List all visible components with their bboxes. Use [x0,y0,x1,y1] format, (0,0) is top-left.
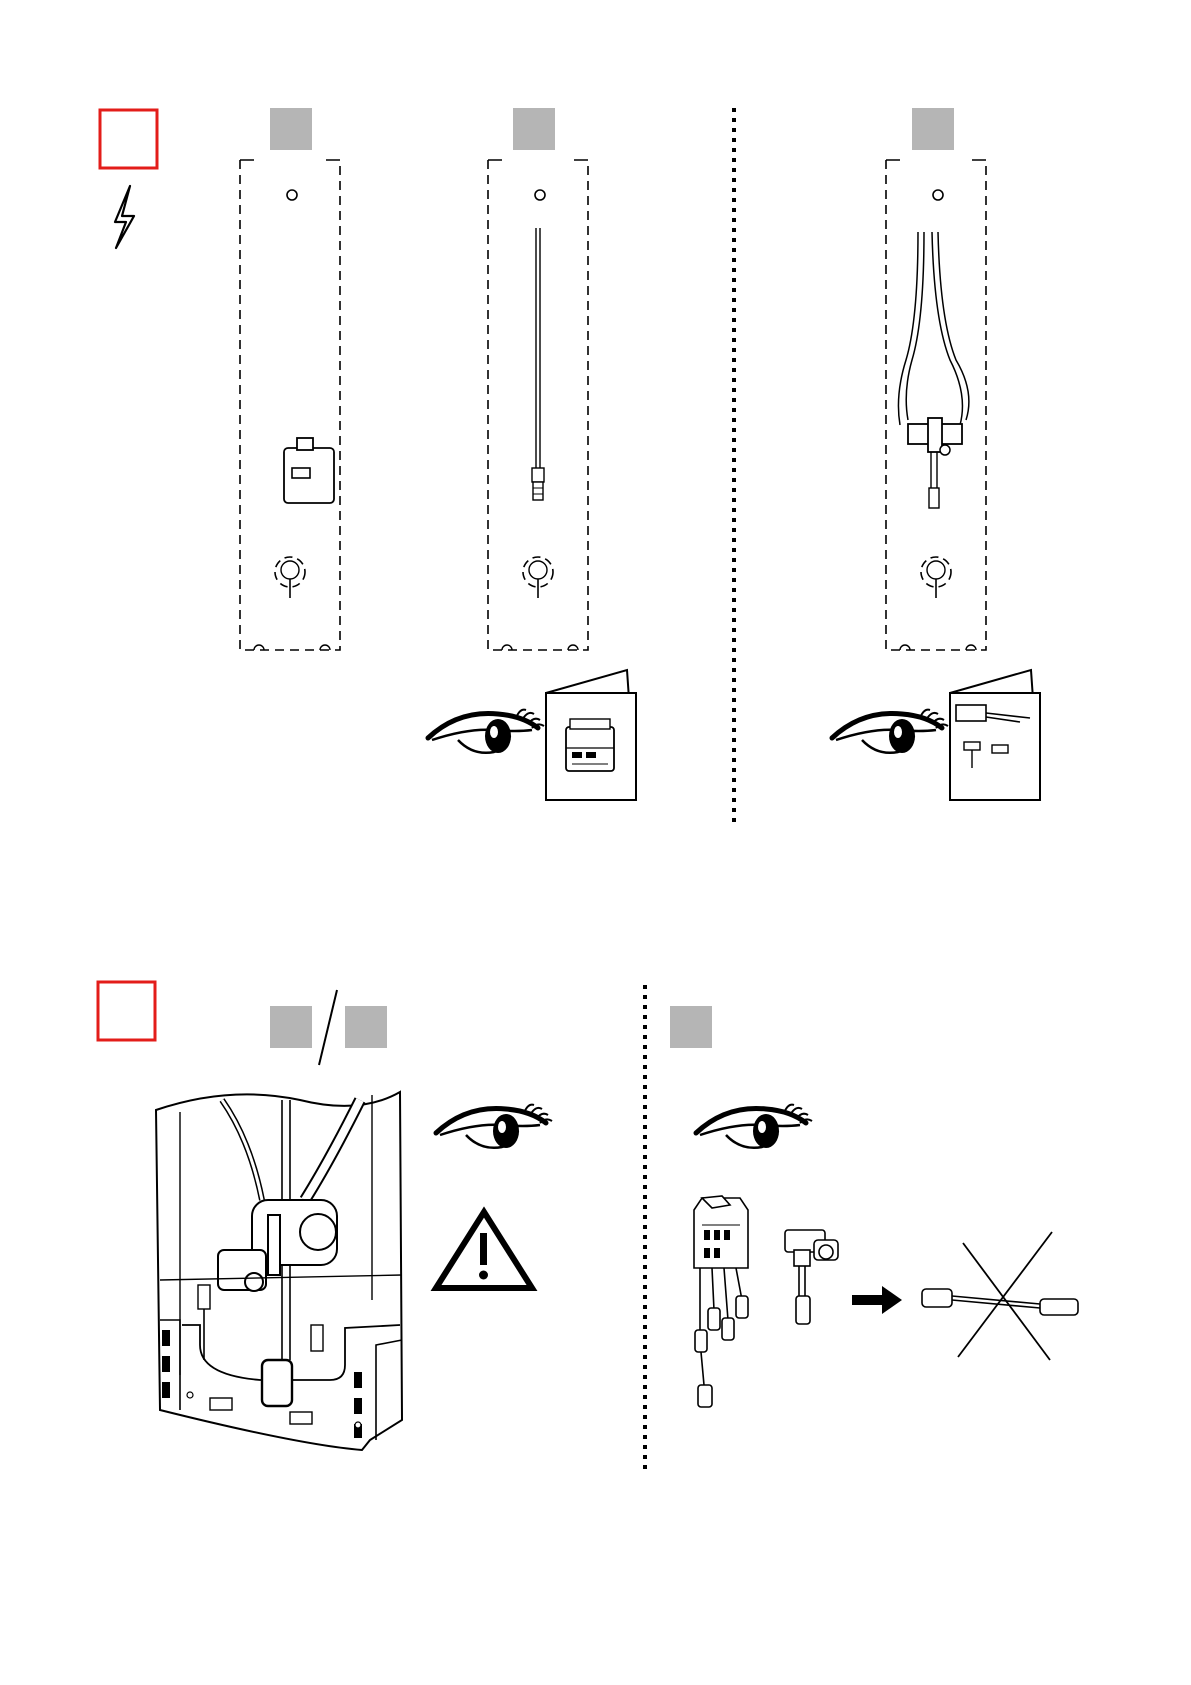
panel-outline [240,160,340,650]
valve-housing-illustration [156,1092,402,1450]
eye-icon [696,1105,812,1148]
eye-icon [436,1105,552,1148]
control-module-icon [284,438,334,503]
variant-valve-housing [156,990,552,1450]
step-1-section [100,108,1040,825]
badge-separator [319,990,337,1065]
step-2-section [98,982,1078,1470]
step-1-marker [100,110,157,168]
variant-module-cables [670,1006,1078,1407]
arrow-right-icon [852,1286,902,1314]
control-module-with-cables-icon [694,1196,748,1407]
variant-single-cable [428,108,636,800]
single-cable-icon [532,228,544,500]
variant-badge [670,1006,712,1048]
cross-out-icon [958,1232,1052,1360]
t-connector-icon [785,1230,838,1324]
variant-control-module [240,108,340,650]
variant-badge [345,1006,387,1048]
panel-outline [488,160,588,650]
eye-icon [428,710,544,753]
y-cable-icon [898,232,968,508]
step-2-marker [98,982,155,1040]
warning-triangle-icon [436,1212,532,1288]
variant-badge [270,1006,312,1048]
variant-badge [270,108,312,150]
variant-y-cable [832,108,1040,800]
cable-kit-manual-icon [950,670,1040,800]
variant-badge [912,108,954,150]
panel-outline [886,160,986,650]
variant-badge [513,108,555,150]
lightning-bolt-icon [115,186,134,248]
eye-icon [832,710,948,753]
power-supply-manual-icon [546,670,636,800]
